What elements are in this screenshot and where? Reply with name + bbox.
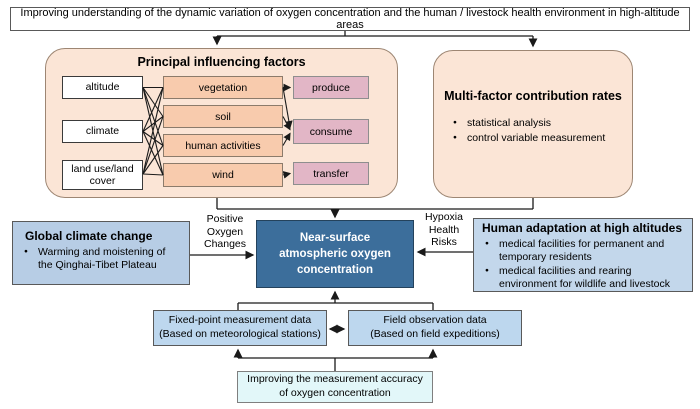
- bullet-item: statistical analysis: [450, 117, 624, 130]
- fixed-point-line1: Fixed-point measurement data: [168, 314, 312, 327]
- top-banner: Improving understanding of the dynamic v…: [10, 7, 690, 31]
- bullet-item: medical facilities for permanent and tem…: [482, 238, 684, 264]
- input-box-land-use: land use/land cover: [62, 160, 143, 190]
- top-banner-text: Improving understanding of the dynamic v…: [20, 7, 680, 31]
- factor-box-human-activities: human activities: [163, 134, 283, 157]
- fixed-point-line2: (Based on meteorological stations): [159, 328, 321, 340]
- outcome-box-produce: produce: [293, 76, 369, 99]
- principal-factors-title: Principal influencing factors: [137, 55, 306, 69]
- measurement-to-center-connector: [237, 290, 434, 310]
- panels-to-center-connector: [216, 198, 534, 219]
- banner-split-connector: [212, 31, 538, 48]
- global-climate-bullets: Warming and moistening of the Qinghai-Ti…: [21, 246, 181, 272]
- field-observation-line2: (Based on field expeditions): [370, 328, 500, 340]
- positive-oxygen-changes-label: Positive Oxygen Changes: [203, 213, 247, 251]
- human-adaptation-bullets: medical facilities for permanent and tem…: [482, 238, 684, 291]
- field-observation-line1: Field observation data: [383, 314, 487, 327]
- multi-factor-panel: Multi-factor contribution rates statisti…: [433, 50, 633, 198]
- multi-factor-title: Multi-factor contribution rates: [444, 89, 622, 103]
- input-box-climate: climate: [62, 120, 143, 143]
- bullet-item: control variable measurement: [450, 132, 624, 145]
- bullet-item: medical facilities and rearing environme…: [482, 265, 684, 291]
- near-surface-oxygen-box: Near-surface atmospheric oxygen concentr…: [256, 220, 414, 288]
- factor-box-vegetation: vegetation: [163, 76, 283, 99]
- bullet-item: Warming and moistening of the Qinghai-Ti…: [21, 246, 181, 272]
- factor-box-soil: soil: [163, 105, 283, 128]
- multi-factor-bullets: statistical analysis control variable me…: [450, 117, 624, 145]
- hypoxia-health-risks-label: Hypoxia Health Risks: [425, 211, 463, 249]
- outcome-box-consume: consume: [293, 119, 369, 144]
- field-observation-box: Field observation data (Based on field e…: [348, 310, 522, 346]
- factor-box-wind: wind: [163, 163, 283, 187]
- measurement-accuracy-box: Improving the measurement accuracy of ox…: [237, 371, 433, 403]
- human-adaptation-box: Human adaptation at high altitudes medic…: [473, 218, 693, 292]
- accuracy-to-measurement-connector: [233, 348, 438, 371]
- outcome-box-transfer: transfer: [293, 162, 369, 185]
- global-climate-box: Global climate change Warming and moiste…: [12, 221, 190, 285]
- fixed-point-measurement-box: Fixed-point measurement data (Based on m…: [153, 310, 327, 346]
- global-climate-title: Global climate change: [25, 229, 153, 243]
- human-adaptation-title: Human adaptation at high altitudes: [482, 221, 683, 235]
- input-box-altitude: altitude: [62, 76, 143, 99]
